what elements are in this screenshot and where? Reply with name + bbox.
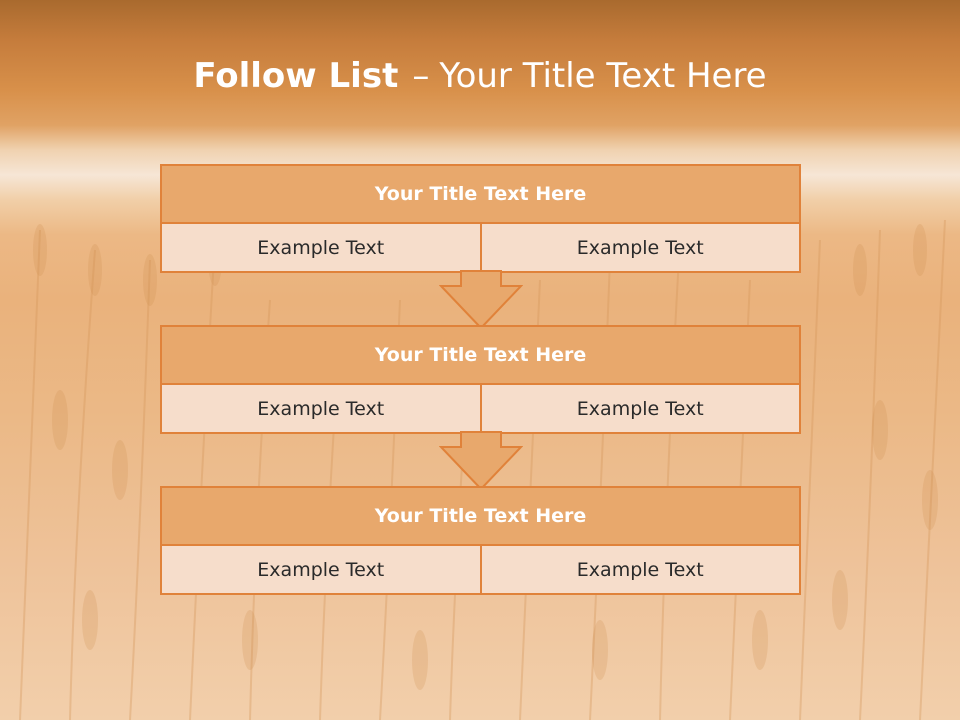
slide-title-separator: – [412, 56, 430, 96]
step-cell-right: Example Text [479, 385, 800, 432]
step-title: Your Title Text Here [162, 327, 799, 385]
step-box-1: Your Title Text Here Example Text Exampl… [160, 164, 801, 273]
step-row: Example Text Example Text [162, 224, 799, 271]
step-cell-left: Example Text [257, 236, 385, 259]
step-cell-right: Example Text [479, 546, 800, 593]
step-title: Your Title Text Here [162, 166, 799, 224]
slide-title-rest: Your Title Text Here [439, 56, 767, 96]
step-cell-left: Example Text [257, 397, 385, 420]
down-arrow-icon [439, 431, 523, 491]
slide-title-bold: Follow List [193, 56, 399, 96]
step-cell-left: Example Text [257, 558, 385, 581]
step-row: Example Text Example Text [162, 385, 799, 432]
step-box-3: Your Title Text Here Example Text Exampl… [160, 486, 801, 595]
step-title: Your Title Text Here [162, 488, 799, 546]
step-cell-right: Example Text [479, 224, 800, 271]
step-box-2: Your Title Text Here Example Text Exampl… [160, 325, 801, 434]
down-arrow-icon [439, 270, 523, 330]
step-row: Example Text Example Text [162, 546, 799, 593]
slide-title: Follow List–Your Title Text Here [0, 52, 960, 100]
